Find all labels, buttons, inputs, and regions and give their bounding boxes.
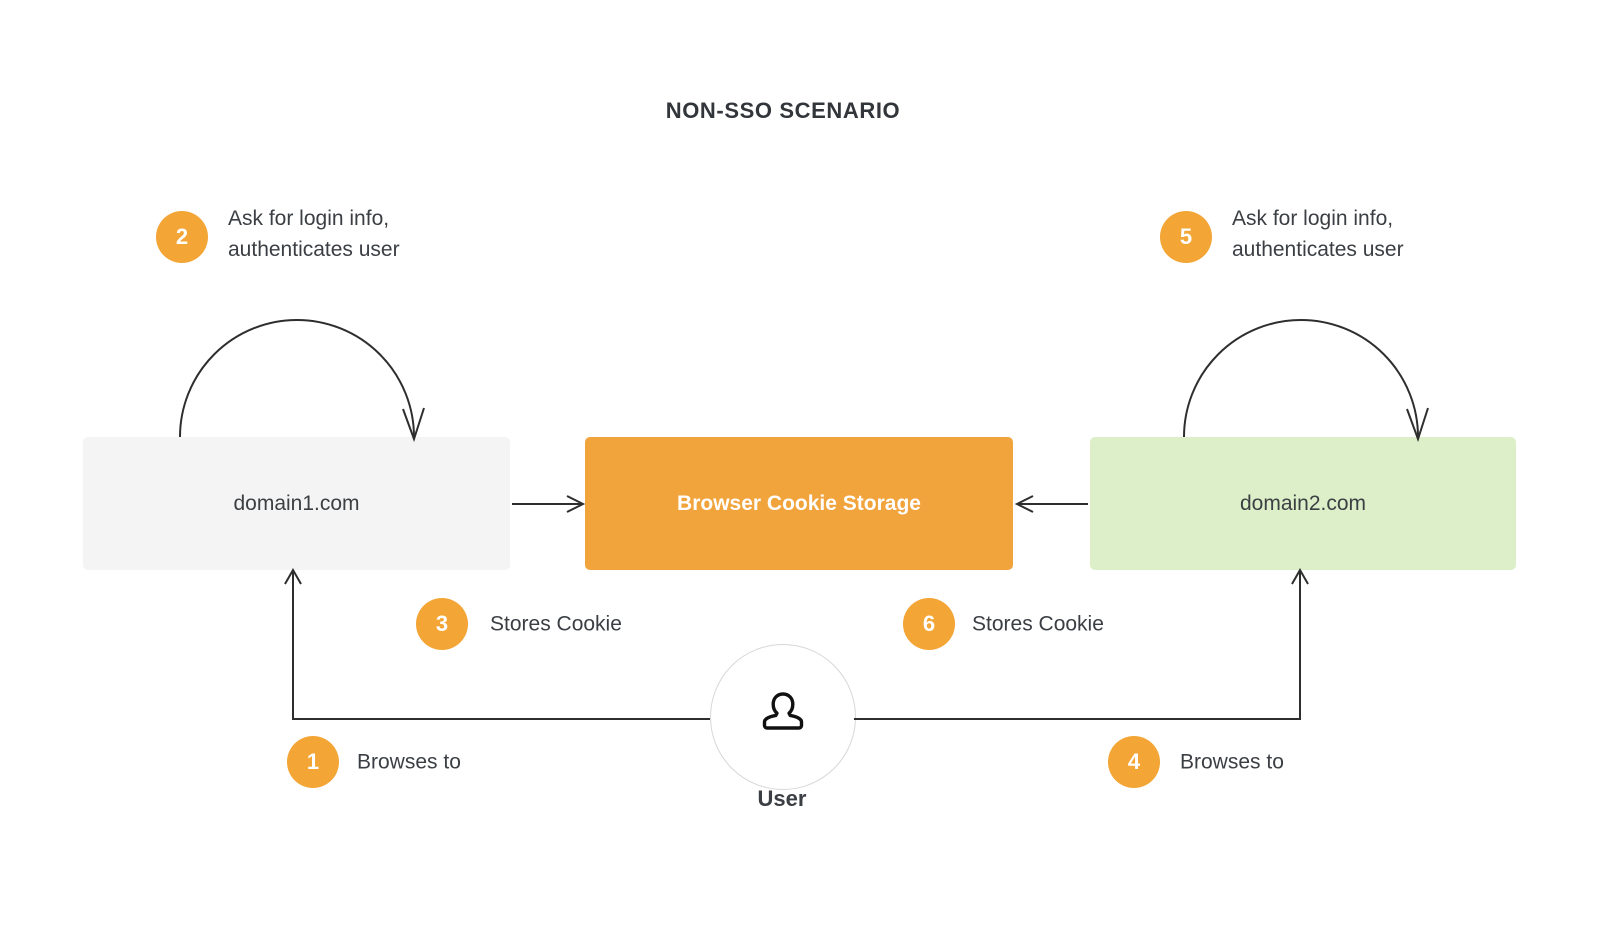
- user-icon: [762, 692, 804, 730]
- step-badge-3: 3: [416, 598, 468, 650]
- node-domain1-label: domain1.com: [233, 491, 360, 515]
- user-label: User: [757, 786, 807, 811]
- step-label-1: Browses to: [357, 750, 461, 774]
- step-label-5: Ask for login info, authenticates user: [1232, 207, 1404, 261]
- loop-arrow-domain2: [1183, 319, 1419, 438]
- arrowhead-domain1-to-storage: [566, 495, 586, 513]
- arrowhead-user-to-domain2: [1291, 567, 1309, 585]
- step-badge-5: 5: [1160, 211, 1212, 263]
- node-cookie-storage-label: Browser Cookie Storage: [677, 491, 921, 515]
- loop-arrowhead-domain1: [402, 407, 425, 443]
- path-user-to-domain1: [292, 572, 710, 720]
- loop-arrowhead-domain2: [1406, 407, 1429, 443]
- user-avatar: [710, 644, 856, 790]
- loop-arrow-domain1: [179, 319, 415, 438]
- node-domain2: domain2.com: [1090, 437, 1516, 570]
- node-domain2-label: domain2.com: [1239, 491, 1367, 515]
- node-cookie-storage: Browser Cookie Storage: [585, 437, 1013, 570]
- step-badge-2: 2: [156, 211, 208, 263]
- step-badge-6: 6: [903, 598, 955, 650]
- arrowhead-user-to-domain1: [284, 567, 302, 585]
- step-label-2: Ask for login info, authenticates user: [228, 207, 400, 261]
- step-label-3: Stores Cookie: [490, 612, 622, 636]
- step-badge-1: 1: [287, 736, 339, 788]
- page-title: NON-SSO SCENARIO: [665, 98, 901, 123]
- step-label-6: Stores Cookie: [972, 612, 1104, 636]
- step-badge-4: 4: [1108, 736, 1160, 788]
- node-domain1: domain1.com: [83, 437, 510, 570]
- arrowhead-domain2-to-storage: [1014, 495, 1034, 513]
- step-label-4: Browses to: [1180, 750, 1284, 774]
